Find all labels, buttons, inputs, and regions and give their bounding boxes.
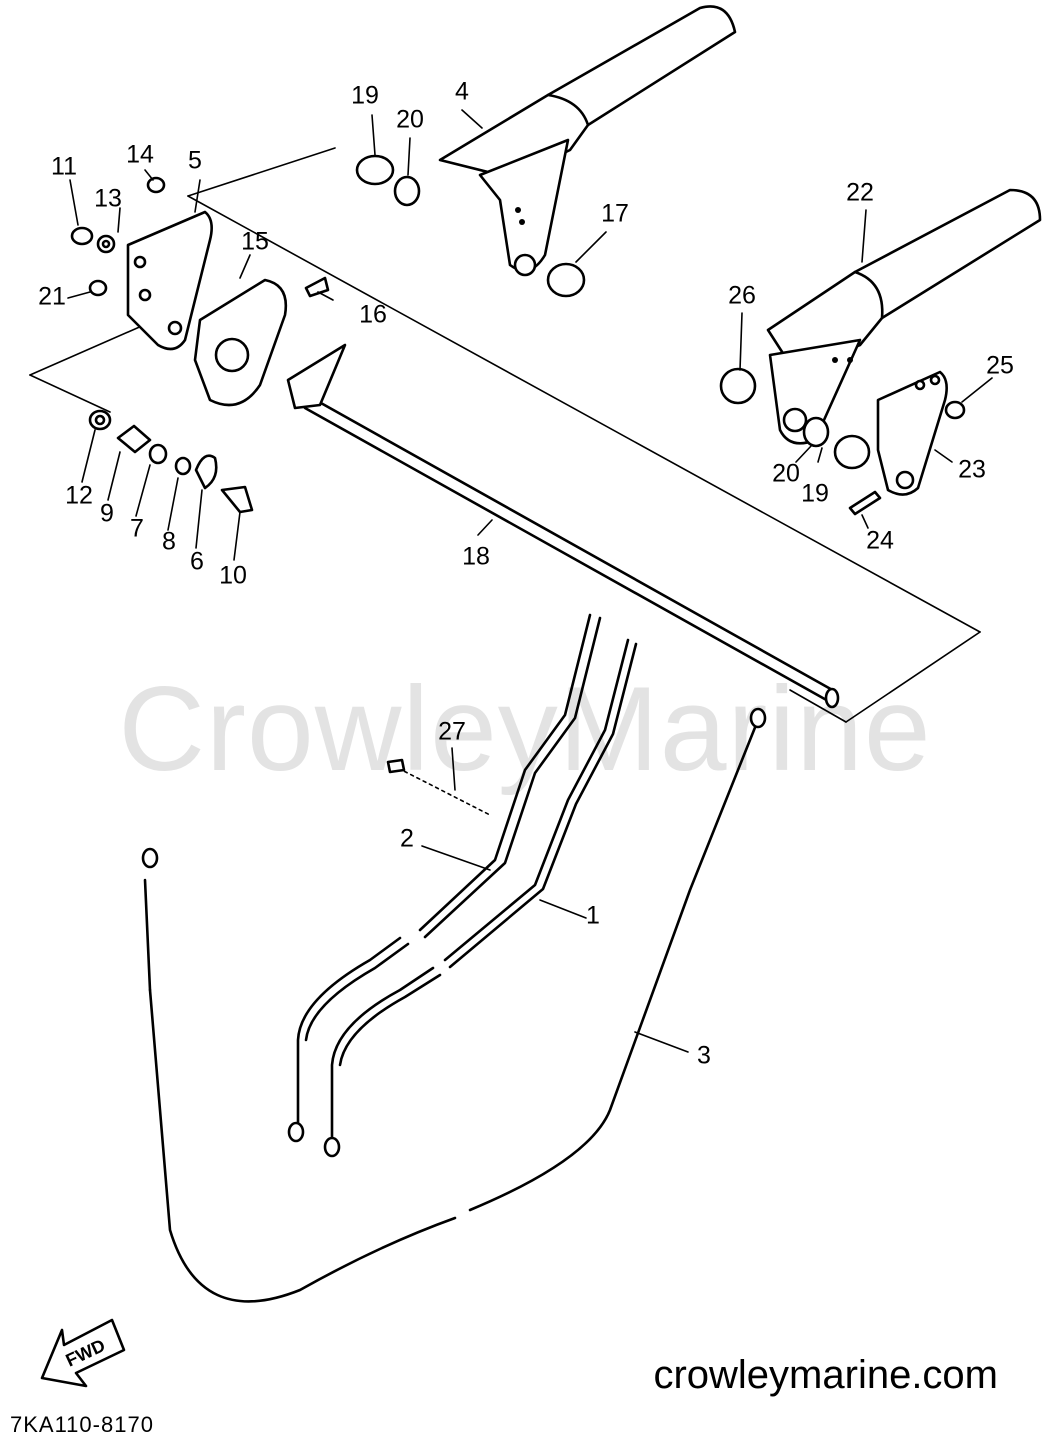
bracket-5 — [126, 210, 213, 351]
cables-1-2 — [287, 613, 638, 1158]
chain-27 — [386, 758, 491, 816]
callout-5: 5 — [188, 147, 202, 175]
callout-23: 23 — [958, 456, 986, 484]
callout-8: 8 — [162, 528, 176, 556]
callout-19-lower: 19 — [801, 480, 829, 508]
callout-6: 6 — [190, 548, 204, 576]
callout-12: 12 — [65, 482, 93, 510]
callout-17: 17 — [601, 200, 629, 228]
bracket-23 — [876, 370, 948, 496]
handle-22 — [766, 188, 1042, 445]
callout-18: 18 — [462, 543, 490, 571]
forward-arrow-icon: FWD — [40, 1318, 126, 1388]
callout-15: 15 — [241, 228, 269, 256]
assembly-outline — [29, 147, 981, 723]
cable-3 — [141, 707, 767, 1303]
callout-20-lower: 20 — [772, 460, 800, 488]
callout-16: 16 — [359, 301, 387, 329]
callout-1: 1 — [586, 902, 600, 930]
callout-2: 2 — [400, 825, 414, 853]
callout-labels: 1 2 3 4 5 6 7 8 9 10 11 12 13 14 15 16 1… — [38, 78, 1014, 1070]
callout-27: 27 — [438, 718, 466, 746]
diagram-code: 7KA110-8170 — [10, 1412, 154, 1437]
callout-20-upper: 20 — [396, 106, 424, 134]
callout-3: 3 — [697, 1042, 711, 1070]
cover-15 — [193, 278, 288, 407]
callout-11: 11 — [51, 153, 77, 181]
callout-10: 10 — [219, 562, 247, 590]
callout-26: 26 — [728, 282, 756, 310]
callout-13: 13 — [94, 185, 122, 213]
callout-19-upper: 19 — [351, 82, 379, 110]
handle-4 — [438, 5, 737, 277]
callout-7: 7 — [130, 515, 144, 543]
leader-lines — [67, 109, 993, 1053]
callout-4: 4 — [455, 78, 469, 106]
callout-25: 25 — [986, 352, 1014, 380]
shaft-18 — [286, 343, 840, 709]
small-hardware — [70, 154, 966, 516]
callout-9: 9 — [100, 500, 114, 528]
callout-24: 24 — [866, 527, 894, 555]
website-url: crowleymarine.com — [653, 1353, 998, 1397]
callout-21: 21 — [38, 283, 66, 311]
callout-14: 14 — [126, 141, 154, 169]
callout-22: 22 — [846, 179, 874, 207]
